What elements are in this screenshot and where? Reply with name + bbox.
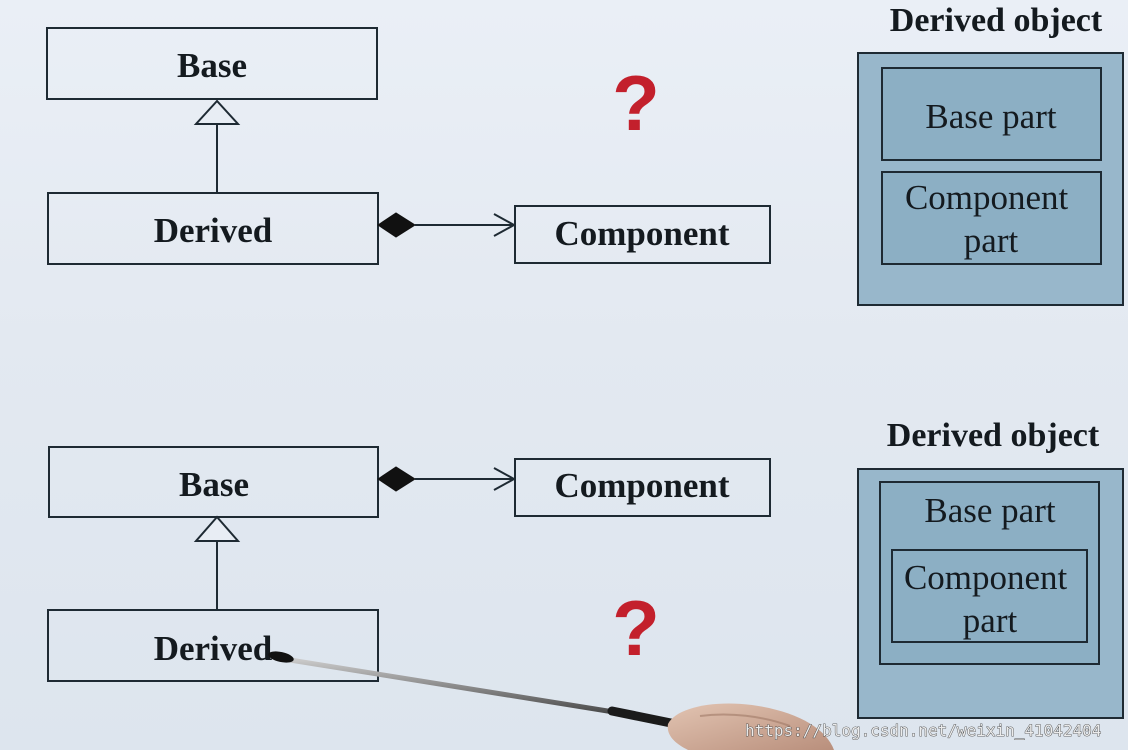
- component-part-line-2: part: [964, 221, 1019, 260]
- composition-arrow: [377, 212, 517, 238]
- diagram-top: Base Derived Component ? Derived object …: [46, 2, 1124, 306]
- component-class-box: Component: [514, 458, 771, 517]
- composition-diamond-icon: [377, 466, 416, 492]
- watermark: https://blog.csdn.net/weixin_41042404: [745, 721, 1101, 740]
- derived-class-box: Derived: [47, 609, 379, 682]
- inheritance-arrow: [193, 99, 241, 193]
- derived-class-box: Derived: [47, 192, 379, 265]
- question-mark: ?: [612, 59, 660, 147]
- component-part-line-1: Component: [904, 558, 1068, 597]
- base-class-box: Base: [46, 27, 378, 100]
- base-class-box: Base: [48, 446, 379, 518]
- derived-class-label: Derived: [154, 629, 273, 668]
- inheritance-triangle-icon: [193, 515, 241, 542]
- base-class-label: Base: [179, 465, 249, 504]
- hand-icon: [667, 703, 834, 750]
- composition-diamond-icon: [377, 212, 416, 238]
- derived-object-title: Derived object: [890, 2, 1103, 39]
- base-part-box: Base part: [881, 67, 1102, 161]
- component-class-box: Component: [514, 205, 771, 264]
- component-class-label: Component: [554, 214, 729, 253]
- base-part-label: Base part: [924, 491, 1055, 530]
- derived-object-layout: Derived object Base part Component part: [857, 2, 1124, 306]
- composition-arrow: [377, 466, 517, 492]
- component-part-label: Component part: [904, 558, 1076, 640]
- question-mark: ?: [612, 584, 660, 672]
- component-part-line-1: Component: [905, 178, 1069, 217]
- derived-object-layout: Derived object Base part Component part: [857, 417, 1124, 719]
- derived-class-label: Derived: [154, 211, 273, 250]
- base-part-box: Base part Component part: [879, 481, 1100, 665]
- diagram-bottom: Base Component Derived ? Derived object …: [47, 417, 1124, 719]
- component-part-box: Component part: [881, 171, 1102, 265]
- base-part-label: Base part: [925, 97, 1056, 136]
- inheritance-arrow: [193, 515, 241, 610]
- base-class-label: Base: [177, 46, 247, 85]
- derived-object-title: Derived object: [887, 417, 1100, 454]
- component-part-line-2: part: [963, 601, 1018, 640]
- component-part-box: Component part: [891, 549, 1088, 643]
- inheritance-triangle-icon: [193, 99, 241, 125]
- component-class-label: Component: [554, 466, 729, 505]
- component-part-label: Component part: [905, 178, 1077, 260]
